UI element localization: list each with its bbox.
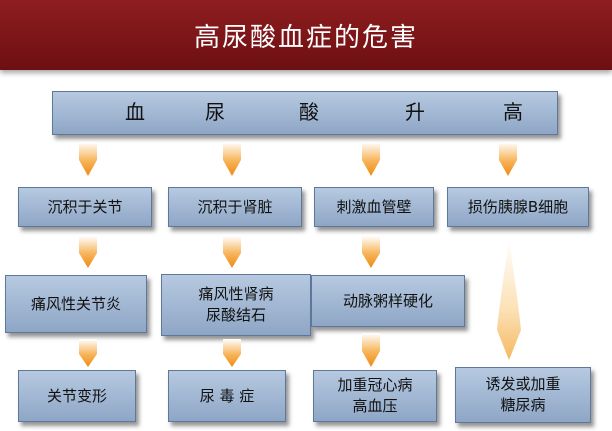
box-label: 尿 毒 症	[199, 386, 255, 405]
box-label-line1: 痛风性肾病	[198, 285, 274, 303]
box-damage-pancreatic-b-cells: 损伤胰腺B细胞	[447, 187, 589, 227]
root-char-1: 血	[125, 100, 145, 124]
box-label: 刺激血管壁	[336, 197, 412, 216]
box-label: 痛风性关节炎	[30, 294, 121, 313]
box-coronary-hypertension: 加重冠心病 高血压	[313, 370, 437, 422]
box-label: 动脉粥样硬化	[342, 291, 433, 310]
box-deposit-joints: 沉积于关节	[18, 187, 152, 227]
page-title: 高尿酸血症的危害	[193, 23, 418, 53]
box-label: 沉积于肾脏	[197, 197, 273, 216]
box-atherosclerosis: 动脉粥样硬化	[311, 275, 465, 327]
arrow-down-icon	[499, 142, 517, 176]
arrow-down-icon	[79, 339, 97, 367]
box-irritate-vessel-wall: 刺激血管壁	[314, 187, 434, 227]
title-bar: 高尿酸血症的危害	[0, 0, 612, 70]
root-box-hyperuricemia: 血 尿 酸 升 高	[52, 91, 558, 135]
box-label-line2: 高血压	[352, 397, 398, 415]
box-deposit-kidney: 沉积于肾脏	[168, 187, 302, 227]
box-joint-deformity: 关节变形	[18, 370, 136, 422]
root-char-4: 升	[405, 100, 425, 124]
arrow-down-icon	[362, 333, 380, 367]
arrow-down-icon	[223, 339, 241, 367]
box-label-line1: 诱发或加重	[485, 375, 561, 393]
arrow-down-icon	[79, 142, 97, 176]
arrow-down-icon	[362, 142, 380, 176]
box-gouty-nephropathy: 痛风性肾病 尿酸结石	[161, 274, 311, 336]
box-gouty-arthritis: 痛风性关节炎	[5, 275, 147, 333]
root-char-5: 高	[503, 100, 523, 124]
box-diabetes: 诱发或加重 糖尿病	[455, 367, 591, 423]
box-uremia: 尿 毒 症	[168, 370, 286, 422]
root-char-3: 酸	[299, 100, 319, 124]
box-label: 损伤胰腺B细胞	[467, 197, 569, 216]
arrow-down-icon	[362, 236, 380, 268]
box-label-line2: 糖尿病	[500, 396, 546, 414]
box-label-line1: 加重冠心病	[337, 376, 413, 394]
box-label: 沉积于关节	[47, 197, 123, 216]
box-label-line2: 尿酸结石	[205, 306, 266, 324]
arrow-down-icon	[79, 236, 97, 268]
arrow-down-icon	[223, 236, 241, 268]
long-arrow-down-icon	[497, 238, 521, 360]
arrow-down-icon	[223, 142, 241, 176]
box-label: 关节变形	[46, 386, 107, 405]
root-char-2: 尿	[205, 100, 225, 124]
